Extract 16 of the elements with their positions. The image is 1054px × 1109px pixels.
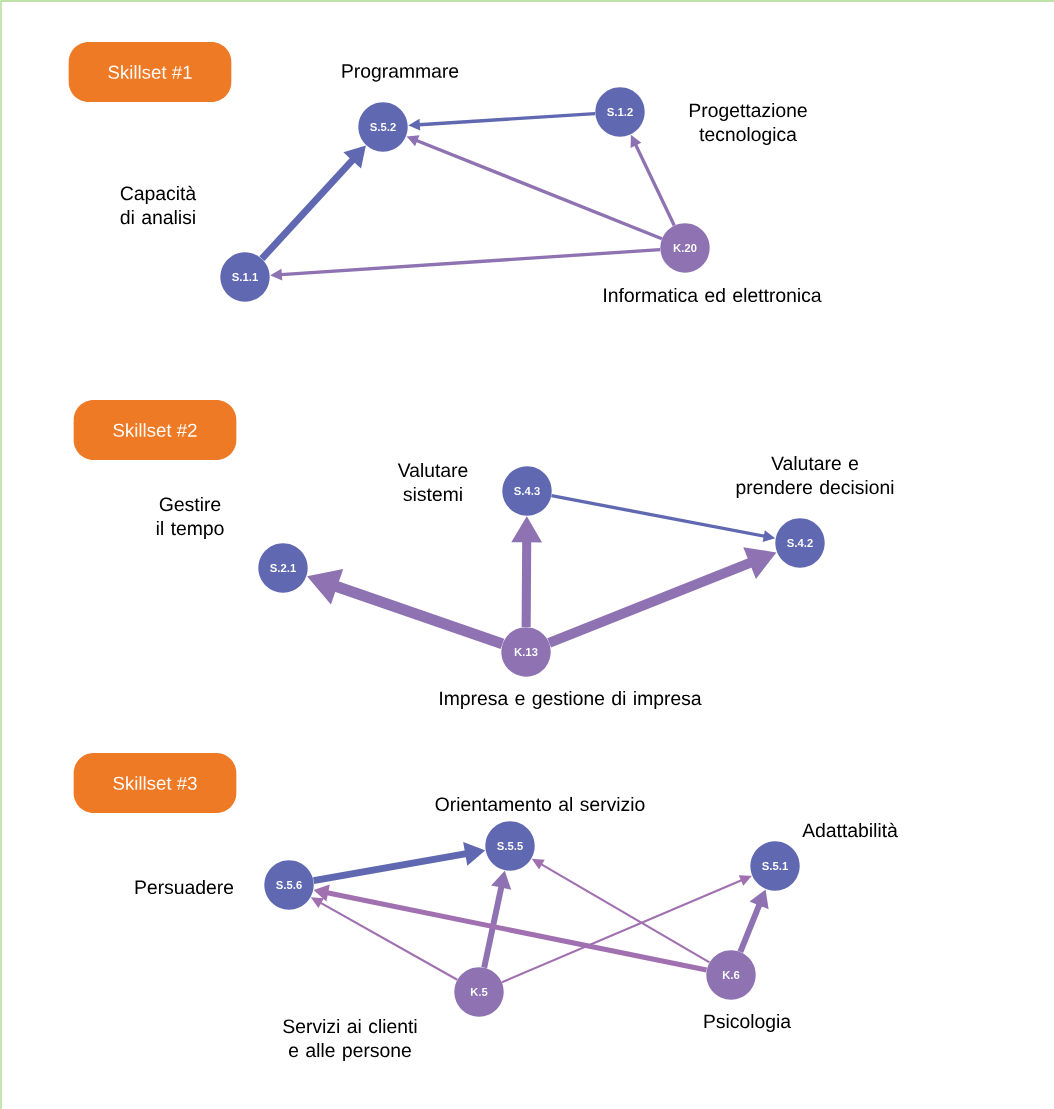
skill-label: Servizi ai clienti e alle persone [283, 1019, 417, 1061]
skill-label: Progettazione tecnologica [689, 103, 807, 145]
skill-label: Orientamento al servizio [435, 796, 645, 812]
skillset-pill: Skillset #1 [68, 42, 232, 102]
skill-label: Programmare [342, 64, 459, 82]
skill-label: Valutare e prendere decisioni [736, 456, 894, 498]
skill-label: Psicologia [704, 1014, 792, 1032]
skill-label: Informatica ed elettronica [604, 287, 822, 303]
skillset-pill: Skillset #2 [73, 400, 237, 460]
skillset-pill: Skillset #3 [73, 753, 237, 813]
skill-label: Adattabilità [802, 822, 898, 838]
skill-label: Valutare sistemi [397, 462, 468, 502]
skill-label: Persuadere [135, 879, 234, 895]
skill-label: Impresa e gestione di impresa [440, 691, 702, 709]
skill-label: Gestire il tempo [156, 497, 224, 539]
skill-label: Capacità di analisi [120, 185, 197, 225]
